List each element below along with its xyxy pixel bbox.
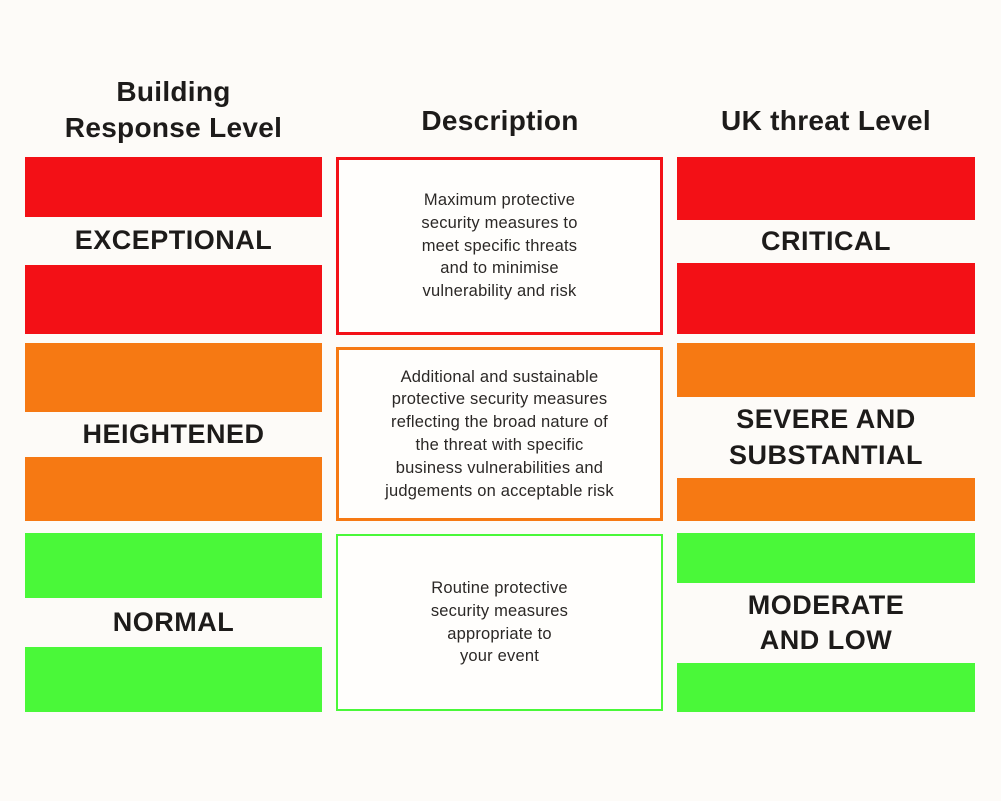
uk-threat-cell-moderate-low: MODERATE AND LOW xyxy=(677,533,975,712)
building-level-label: HEIGHTENED xyxy=(82,418,265,449)
uk-threat-label: CRITICAL xyxy=(761,225,891,256)
description-text: Additional and sustainable protective se… xyxy=(385,367,614,500)
uk-threat-label: SEVERE AND SUBSTANTIAL xyxy=(729,404,923,470)
description-box-heightened: Additional and sustainable protective se… xyxy=(336,347,663,521)
description-box-exceptional: Maximum protective security measures to … xyxy=(336,157,663,335)
critical-bottom-color-bar xyxy=(677,263,975,334)
building-level-cell-heightened: HEIGHTENED xyxy=(25,343,322,521)
normal-top-color-bar xyxy=(25,533,322,598)
exceptional-top-color-bar xyxy=(25,157,322,217)
heightened-top-color-bar xyxy=(25,343,322,412)
description-header: Description xyxy=(421,105,579,136)
critical-top-color-bar xyxy=(677,157,975,220)
moderate-bottom-color-bar xyxy=(677,663,975,712)
description-text: Maximum protective security measures to … xyxy=(421,191,578,301)
uk-threat-label: MODERATE AND LOW xyxy=(747,589,905,655)
severe-top-color-bar xyxy=(677,343,975,397)
building-level-label: EXCEPTIONAL xyxy=(74,225,273,256)
description-box-normal: Routine protective security measures app… xyxy=(336,534,663,711)
uk-threat-level-header: UK threat Level xyxy=(721,105,931,136)
severe-bottom-color-bar xyxy=(677,478,975,521)
building-level-label: NORMAL xyxy=(112,606,235,637)
building-level-cell-normal: NORMAL xyxy=(25,533,322,712)
moderate-top-color-bar xyxy=(677,533,975,583)
building-level-cell-exceptional: EXCEPTIONAL xyxy=(25,157,322,334)
uk-threat-cell-critical: CRITICAL xyxy=(677,157,975,334)
exceptional-bottom-color-bar xyxy=(25,265,322,334)
normal-bottom-color-bar xyxy=(25,647,322,712)
description-text: Routine protective security measures app… xyxy=(430,578,569,666)
building-response-level-header: Building Response Level xyxy=(64,76,283,143)
uk-threat-cell-severe-substantial: SEVERE AND SUBSTANTIAL xyxy=(677,343,975,521)
heightened-bottom-color-bar xyxy=(25,457,322,521)
